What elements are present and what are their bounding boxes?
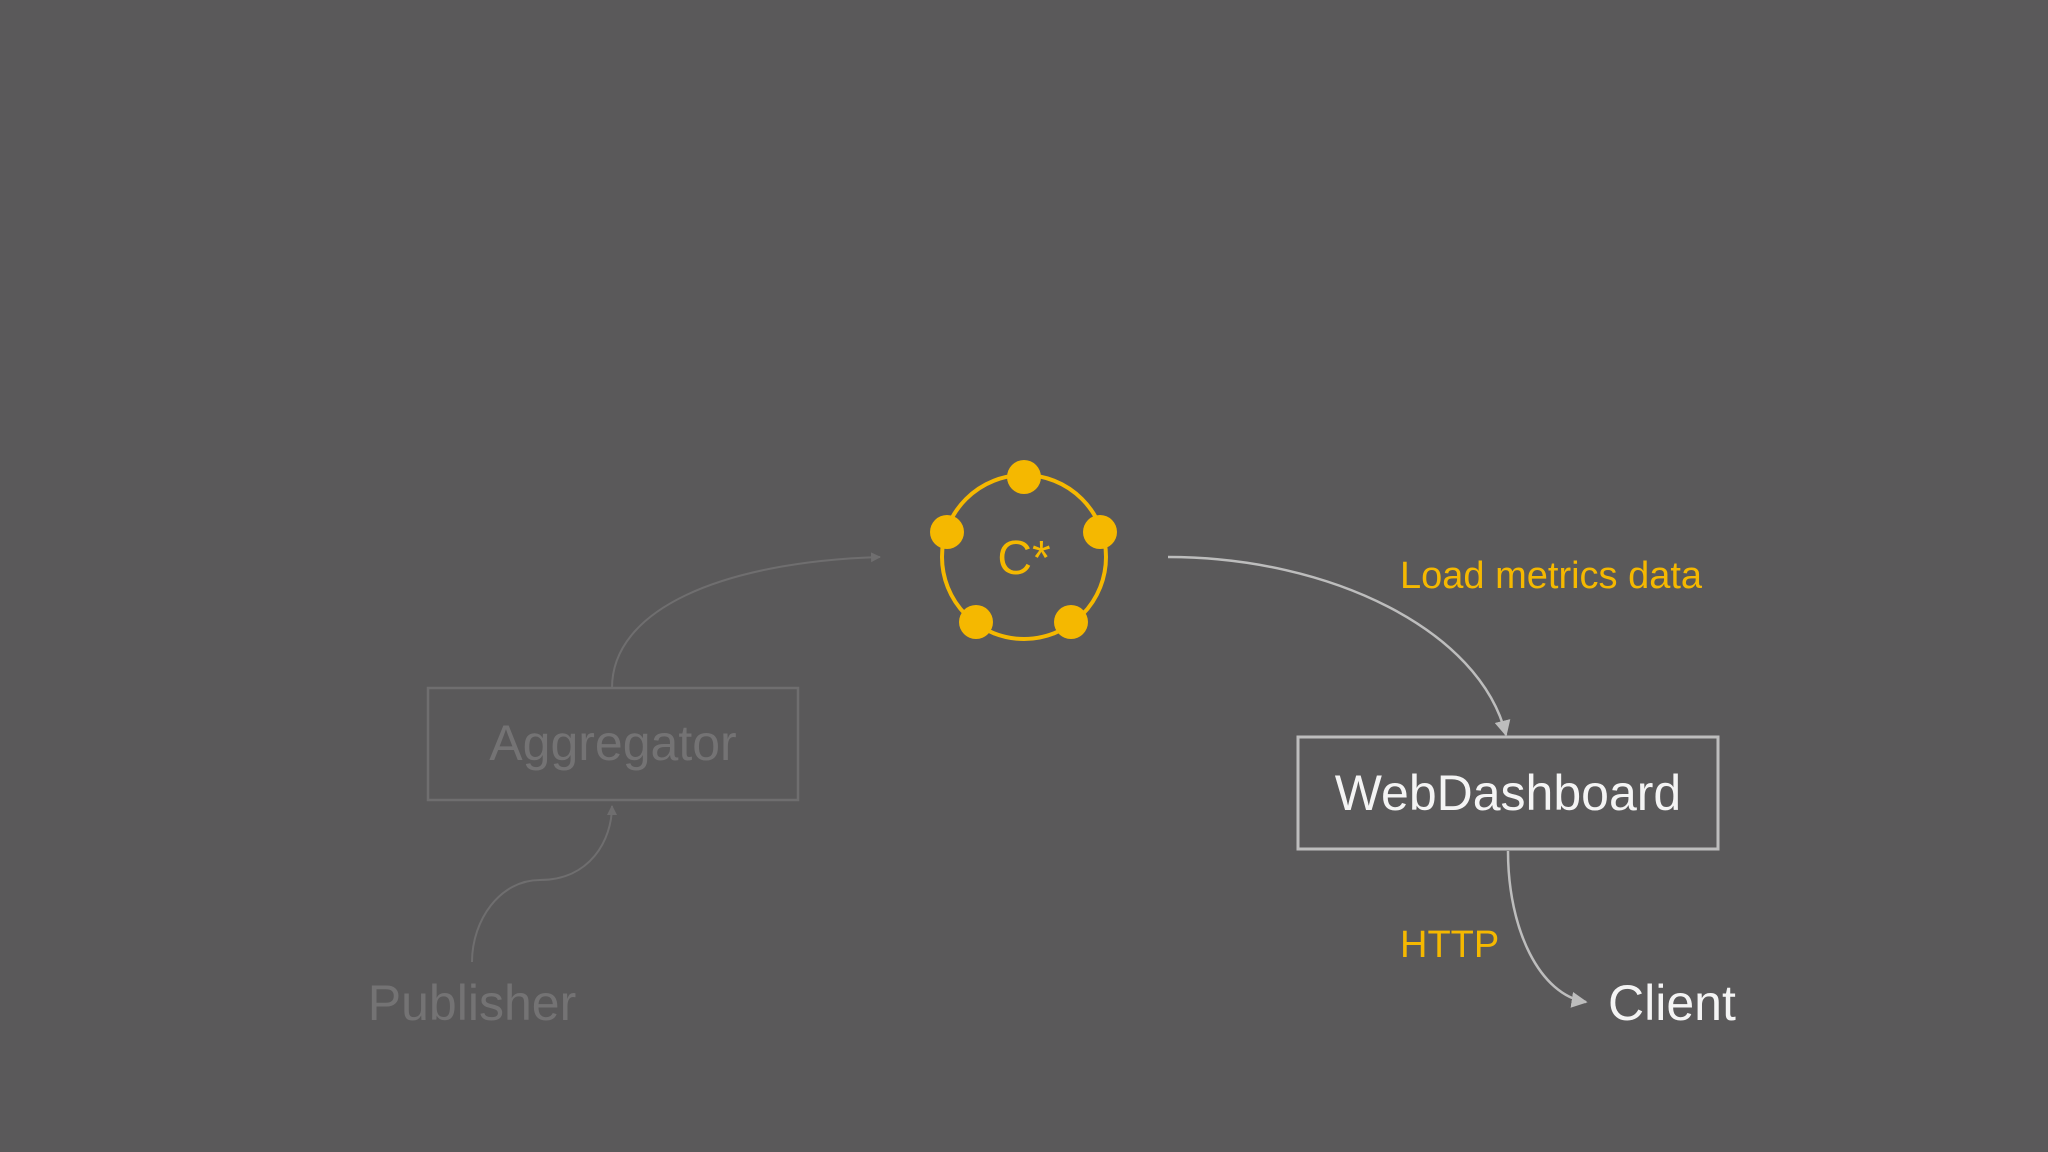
cassandra-node-dot — [959, 605, 993, 639]
aggregator-label: Aggregator — [489, 715, 736, 771]
aggregator-to-cassandra-arrow — [611, 552, 881, 689]
http-label: HTTP — [1400, 924, 1499, 966]
cassandra-node-dot — [1007, 460, 1041, 494]
cassandra-cluster-icon: C* — [930, 460, 1117, 641]
web-dashboard-box — [1296, 735, 1720, 851]
web-dashboard-label: WebDashboard — [1335, 765, 1682, 821]
cassandra-node-dot — [1083, 515, 1117, 549]
publisher-to-aggregator-arrow — [471, 805, 617, 963]
aggregator-box — [426, 686, 800, 802]
dashboard-to-client-arrow — [1506, 850, 1588, 1008]
cassandra-node-dot — [1054, 605, 1088, 639]
load-metrics-label: Load metrics data — [1400, 555, 1703, 597]
publisher-label: Publisher — [368, 975, 576, 1031]
cassandra-node-dot — [930, 515, 964, 549]
cassandra-to-dashboard-arrow — [1167, 555, 1511, 737]
cassandra-label: C* — [997, 532, 1050, 585]
client-label: Client — [1608, 975, 1736, 1031]
